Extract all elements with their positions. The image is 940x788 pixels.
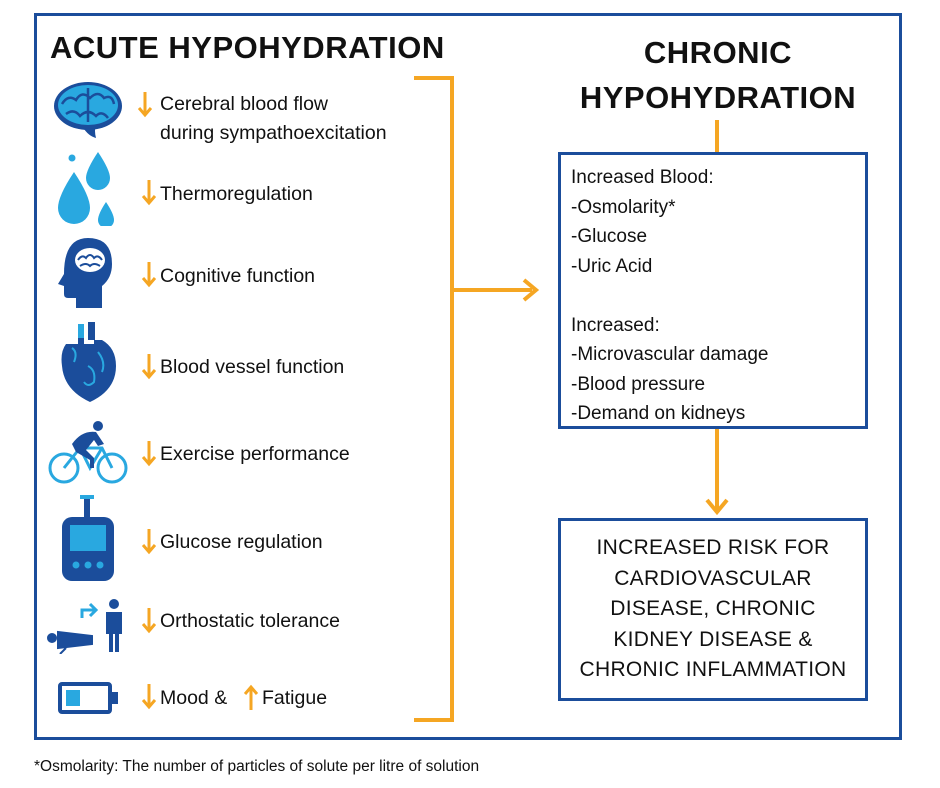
decrease-arrow-icon [142,684,156,710]
chronic-effects-box: Increased Blood: -Osmolarity* -Glucose -… [558,152,868,429]
cyclist-icon [48,421,128,484]
decrease-arrow-icon [142,441,156,467]
item-glucose-regulation: Glucose regulation [160,531,323,553]
glucose-meter-icon [62,495,114,581]
item-cognitive-function: Cognitive function [160,265,316,287]
item-blood-vessel-function: Blood vessel function [160,356,345,378]
chronic-title-line1: CHRONIC [643,35,793,70]
heart-icon [61,322,116,402]
water-drops-icon [58,152,114,226]
box-line: Increased: [571,314,660,336]
box-line: -Osmolarity* [571,196,676,218]
chronic-title: CHRONIC HYPOHYDRATION [548,30,888,120]
decrease-arrow-icon [142,180,156,206]
risk-line: INCREASED RISK FOR [596,536,830,560]
decrease-arrow-icon [142,262,156,288]
box-line: -Glucose [571,226,648,247]
decrease-arrow-icon [142,354,156,380]
fainting-person-icon [47,599,122,654]
decrease-arrow-icon [138,92,152,118]
box-line: -Demand on kidneys [571,403,746,424]
box-line: Increased Blood: [571,167,714,188]
box-line: -Microvascular damage [571,344,769,365]
head-brain-icon [58,238,112,308]
diagram-frame [34,13,902,740]
box-line: -Uric Acid [571,255,653,277]
decrease-arrow-icon [142,529,156,555]
down-connector-arrow [705,428,729,516]
chronic-title-line2: HYPOHYDRATION [579,80,857,115]
item-fatigue: Fatigue [262,687,328,709]
bracket-connector [414,76,540,722]
item-mood: Mood & [160,687,228,709]
risk-line: KIDNEY DISEASE & [613,627,813,651]
risk-line: CHRONIC INFLAMMATION [579,658,847,682]
increase-arrow-icon [244,684,258,710]
risk-box: INCREASED RISK FOR CARDIOVASCULAR DISEAS… [558,518,868,701]
risk-line: CARDIOVASCULAR [614,566,812,590]
box-line: -Blood pressure [571,373,706,395]
item-cerebral-blood-flow: Cerebral blood flow during sympathoexcit… [160,93,387,144]
box-line [571,281,855,311]
item-exercise-performance: Exercise performance [160,443,350,465]
item-thermoregulation: Thermoregulation [160,183,313,205]
low-battery-icon [58,682,118,714]
acute-title: ACUTE HYPOHYDRATION [50,30,445,65]
footnote: *Osmolarity: The number of particles of … [34,758,480,775]
decrease-arrow-icon [142,608,156,634]
brain-icon [54,82,122,138]
item-orthostatic-tolerance: Orthostatic tolerance [160,610,340,632]
risk-line: DISEASE, CHRONIC [610,597,816,621]
title-connector [715,120,719,152]
